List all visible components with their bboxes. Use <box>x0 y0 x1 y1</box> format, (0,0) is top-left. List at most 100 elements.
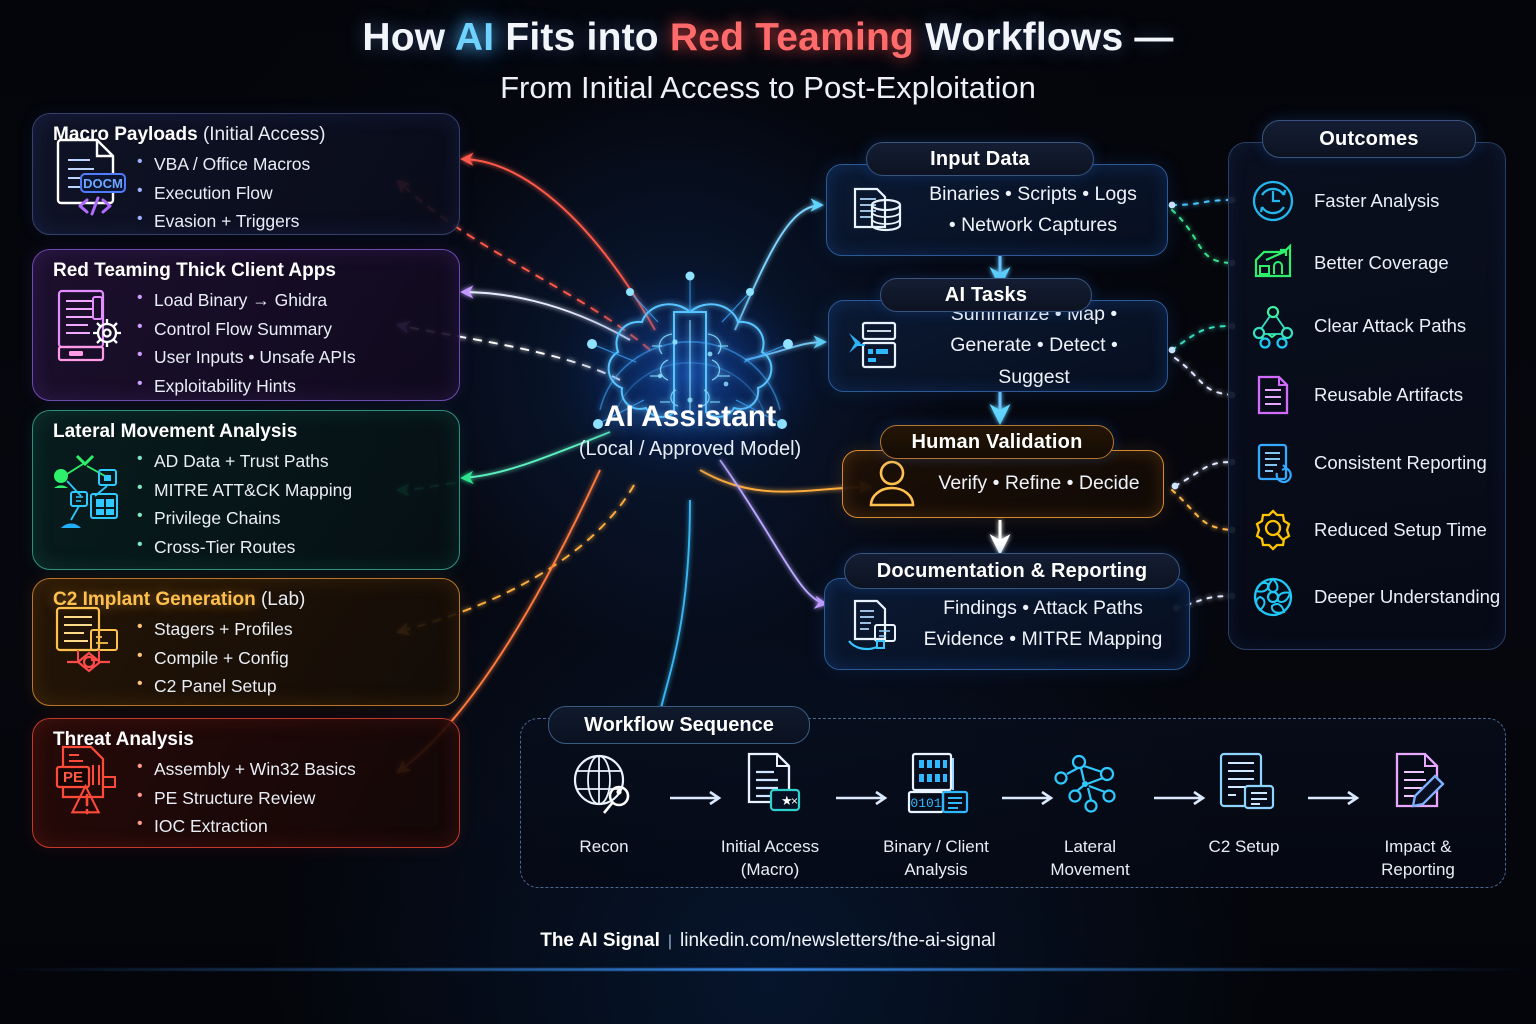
card-bullet-list: VBA / Office Macros Execution Flow Evasi… <box>137 149 445 236</box>
gear-search-icon <box>1250 507 1296 553</box>
network-graph-icon <box>47 448 129 532</box>
list-item: Execution Flow <box>137 178 445 208</box>
footer-link[interactable]: linkedin.com/newsletters/the-ai-signal <box>680 930 996 951</box>
footer-separator: | <box>667 933 673 950</box>
workflow-label-line2: Analysis <box>904 859 968 879</box>
card-title-main: Red Teaming Thick Client Apps <box>53 260 336 281</box>
attack-path-icon <box>1250 303 1296 349</box>
list-item: IOC Extraction <box>137 811 445 841</box>
workflow-step-label: Initial Access (Macro) <box>704 836 836 882</box>
workflow-step-recon[interactable]: Recon <box>538 748 670 859</box>
workflow-step-initial-access[interactable]: ★ × Initial Access (Macro) <box>704 748 836 882</box>
title-ai-highlight: AI <box>454 16 495 59</box>
arrow-right-icon <box>668 788 730 808</box>
pipeline-line: Verify • Refine • Decide <box>938 472 1140 495</box>
workflow-step-label: Lateral Movement <box>1024 836 1156 882</box>
neural-wheel-icon <box>1250 574 1296 620</box>
card-title: Lateral Movement Analysis <box>53 421 445 443</box>
pipeline-line: • Network Captures <box>948 214 1118 236</box>
workflow-step-label: Binary / Client Analysis <box>870 836 1002 882</box>
docm-file-icon: DOCM <box>47 132 129 216</box>
pipeline-body-ai-tasks: Summarize • Map • Generate • Detect • Su… <box>915 299 1167 393</box>
card-title-suffix: (Lab) <box>260 589 306 610</box>
list-item: Privilege Chains <box>137 503 445 533</box>
outcome-better-coverage[interactable]: Better Coverage <box>1250 240 1449 286</box>
list-item: C2 Panel Setup <box>137 671 445 701</box>
pipeline-chip-ai-tasks: AI Tasks <box>880 278 1092 312</box>
pipeline-box-ai-tasks[interactable]: Summarize • Map • Generate • Detect • Su… <box>828 300 1168 392</box>
workflow-heading: Workflow Sequence <box>548 706 810 744</box>
chart-growth-icon <box>1250 240 1296 286</box>
workflow-step-lateral-movement[interactable]: Lateral Movement <box>1024 748 1156 882</box>
list-item: PE Structure Review <box>137 783 445 813</box>
workflow-step-label: C2 Setup <box>1178 836 1310 859</box>
svg-text:DOCM: DOCM <box>83 176 123 191</box>
workflow-step-label: Recon <box>538 836 670 859</box>
workflow-step-c2-setup[interactable]: C2 Setup <box>1178 748 1310 859</box>
svg-text:×: × <box>791 794 798 808</box>
document-lines-icon <box>1250 372 1296 418</box>
workflow-label-line1: Recon <box>579 837 629 856</box>
card-bullet-list: Stagers + Profiles Compile + Config C2 P… <box>137 614 445 701</box>
workflow-label-line1: Initial Access <box>720 837 820 856</box>
hub-title: AI Assistant <box>603 400 777 433</box>
page-title: How AI Fits into Red Teaming Workflows — <box>0 16 1536 60</box>
card-title-main: C2 Implant Generation <box>53 589 256 610</box>
workflow-step-label: Impact & Reporting <box>1352 836 1484 882</box>
card-bullet-list: Assembly + Win32 Basics PE Structure Rev… <box>137 754 445 841</box>
arrow-right-icon <box>1000 788 1062 808</box>
c2-panel-icon <box>1178 748 1310 826</box>
report-pencil-icon <box>1352 748 1484 826</box>
clock-refresh-icon <box>1250 178 1296 224</box>
list-item: Stagers + Profiles <box>137 614 445 644</box>
report-hand-icon <box>843 593 905 655</box>
workflow-label-line1: C2 Setup <box>1208 837 1280 856</box>
card-bullet-list: Load Binary → Ghidra Control Flow Summar… <box>137 285 445 401</box>
card-c2-implant[interactable]: C2 Implant Generation (Lab) Stagers + Pr… <box>32 578 460 706</box>
pipeline-box-human-validation[interactable]: Verify • Refine • Decide <box>842 450 1164 518</box>
pe-warning-icon: PE <box>47 741 129 825</box>
hub-subtitle: (Local / Approved Model) <box>578 438 802 460</box>
document-sync-icon <box>1250 440 1296 486</box>
outcome-deeper-understanding[interactable]: Deeper Understanding <box>1250 574 1500 620</box>
outcome-label: Clear Attack Paths <box>1314 315 1467 336</box>
workflow-step-binary-analysis[interactable]: 0101 Binary / Client Analysis <box>870 748 1002 882</box>
list-item: Evasion + Triggers <box>137 206 445 236</box>
pipeline-chip-input-data: Input Data <box>866 142 1094 176</box>
documents-database-icon <box>845 179 907 241</box>
workflow-label-line2: Movement <box>1050 859 1130 879</box>
implant-terminal-icon <box>47 600 129 684</box>
outcome-reusable-artifacts[interactable]: Reusable Artifacts <box>1250 372 1463 418</box>
pipeline-box-documentation[interactable]: Findings • Attack Paths Evidence • MITRE… <box>824 578 1190 670</box>
outcome-reduced-setup-time[interactable]: Reduced Setup Time <box>1250 507 1487 553</box>
arrow-right-icon <box>1306 788 1368 808</box>
ai-assistant-hub <box>540 250 840 490</box>
card-macro-payloads[interactable]: DOCM Macro Payloads (Initial Access) VBA… <box>32 113 460 235</box>
page-subtitle: From Initial Access to Post-Exploitation <box>500 70 1036 105</box>
title-block: How AI Fits into Red Teaming Workflows —… <box>0 16 1536 106</box>
pipeline-chip-human-validation: Human Validation <box>880 425 1114 459</box>
pipeline-chip-documentation: Documentation & Reporting <box>844 553 1180 589</box>
outcome-clear-attack-paths[interactable]: Clear Attack Paths <box>1250 303 1466 349</box>
card-thick-client[interactable]: Red Teaming Thick Client Apps Load Binar… <box>32 249 460 401</box>
list-item: Exploitability Hints <box>137 371 445 401</box>
workflow-step-impact-reporting[interactable]: Impact & Reporting <box>1352 748 1484 882</box>
pipeline-body-input-data: Binaries • Scripts • Logs • Network Capt… <box>913 179 1167 241</box>
outcome-label: Deeper Understanding <box>1314 586 1501 607</box>
card-title-main: Threat Analysis <box>53 729 194 750</box>
card-title-suffix: (Initial Access) <box>202 124 326 145</box>
arrow-right-icon <box>834 788 896 808</box>
card-threat-analysis[interactable]: PE Threat Analysis Assembly + Win32 Basi… <box>32 718 460 848</box>
pipeline-box-input-data[interactable]: Binaries • Scripts • Logs • Network Capt… <box>826 164 1168 256</box>
pipeline-line: Evidence • MITRE Mapping <box>923 628 1163 650</box>
card-title-main: Lateral Movement Analysis <box>53 421 298 442</box>
globe-search-icon <box>538 748 670 826</box>
node-graph-icon <box>1024 748 1156 826</box>
card-lateral-movement[interactable]: Lateral Movement Analysis AD Data + Trus… <box>32 410 460 570</box>
ai-processor-icon <box>847 315 909 377</box>
workflow-label-line2: (Macro) <box>740 859 800 879</box>
list-item: Load Binary → Ghidra <box>137 285 445 315</box>
outcome-consistent-reporting[interactable]: Consistent Reporting <box>1250 440 1487 486</box>
list-item: VBA / Office Macros <box>137 149 445 179</box>
outcome-faster-analysis[interactable]: Faster Analysis <box>1250 178 1439 224</box>
